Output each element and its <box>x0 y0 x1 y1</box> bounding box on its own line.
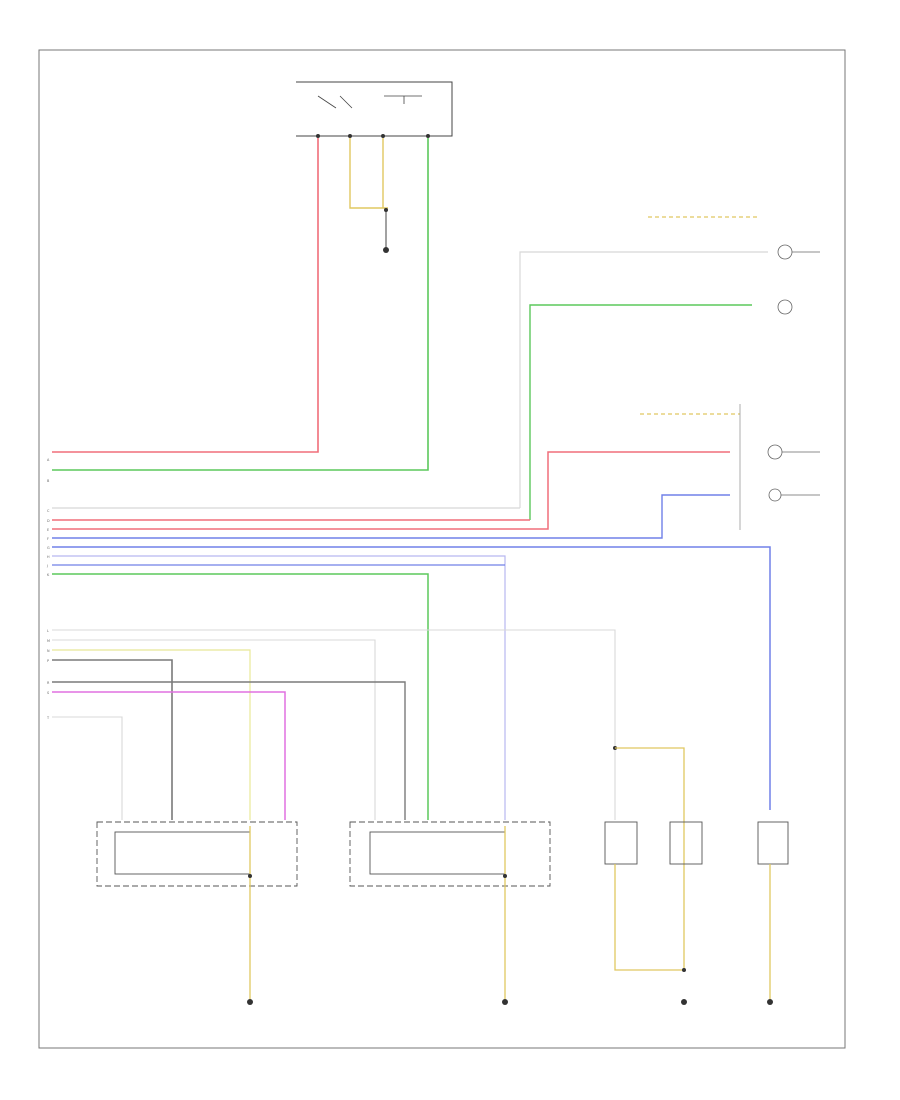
top-switch-outline <box>296 81 453 137</box>
connector-pin: N <box>47 649 50 653</box>
high-mount-brake-lamp <box>757 821 789 1005</box>
connector-pin: M <box>47 639 50 643</box>
wire-white-up <box>519 251 768 508</box>
wire-white-license <box>52 629 616 820</box>
connector-pin: K <box>47 573 50 577</box>
top-switch-pin-4 <box>426 134 430 138</box>
wire-green-top <box>52 138 429 471</box>
connector-pin: A <box>47 458 50 462</box>
left-tail-lamp-outline <box>96 821 298 887</box>
connector-pin: H <box>47 555 50 559</box>
side-marker-1-icon <box>777 299 793 315</box>
position-lamp-1-icon <box>777 244 793 260</box>
connector-pins: A B C D E F G H J K L M N P R S T <box>46 458 50 720</box>
connector-pin: F <box>47 537 49 541</box>
license-ground-splice <box>682 968 686 972</box>
ground-left-tail <box>247 999 253 1005</box>
right-tail-lamp-inner <box>369 831 506 875</box>
top-switch <box>296 81 453 138</box>
side-marker-2-icon <box>768 488 782 502</box>
license-ground-wire <box>614 864 684 971</box>
right-tail-lamp <box>349 821 551 1005</box>
wire-yellow-left-tail <box>52 649 251 820</box>
wire-green-right-tail <box>52 573 429 820</box>
left-license-lamp-box <box>669 821 703 865</box>
ground-brake <box>767 999 773 1005</box>
wire-blue-marker2 <box>52 494 730 539</box>
top-splice <box>384 208 388 212</box>
wire-white-left-tail <box>52 716 123 820</box>
wire-white-right-tail <box>52 639 376 820</box>
ground-right-tail <box>502 999 508 1005</box>
connector-pin: R <box>47 681 50 685</box>
wire-yellow-top <box>349 138 388 209</box>
wire-violet-left-tail <box>52 691 286 820</box>
left-tail-splice <box>248 874 252 878</box>
wire-red-pos2 <box>52 451 730 530</box>
connector-pin: P <box>47 659 49 663</box>
license-lamps <box>604 746 703 1005</box>
top-switch-pin-1 <box>316 134 320 138</box>
top-switch-contacts <box>317 95 422 109</box>
license-yellow-wire <box>615 747 685 970</box>
connector-pin: C <box>47 509 50 513</box>
position-lamp-2-icon <box>767 444 783 460</box>
connector-pin: E <box>47 528 49 532</box>
right-tail-lamp-outline <box>349 821 551 887</box>
wire-gray-right-tail <box>52 681 406 820</box>
high-mount-brake-lamp-box <box>757 821 789 865</box>
connector-pin: B <box>47 479 50 483</box>
wire-green-marker1 <box>529 304 752 520</box>
connector-pin: T <box>46 716 50 720</box>
top-switch-pin-3 <box>381 134 385 138</box>
connector-pin: D <box>47 519 50 523</box>
diagram-frame <box>38 49 846 1049</box>
wire-blue-light-right <box>52 555 506 820</box>
ground-license <box>681 999 687 1005</box>
top-switch-pin-2 <box>348 134 352 138</box>
top-ground <box>383 247 389 253</box>
wire-blue-brake <box>52 546 771 810</box>
left-tail-lamp <box>96 821 298 1005</box>
connector-pin: J <box>46 564 48 568</box>
right-license-lamp-box <box>604 821 638 865</box>
connector-pin: L <box>47 629 49 633</box>
right-tail-splice <box>503 874 507 878</box>
left-tail-lamp-inner <box>114 831 251 875</box>
connector-pin: S <box>47 691 49 695</box>
wire-gray-left-tail <box>52 659 173 820</box>
connector-pin: G <box>47 546 50 550</box>
wire-red-top <box>52 138 319 453</box>
